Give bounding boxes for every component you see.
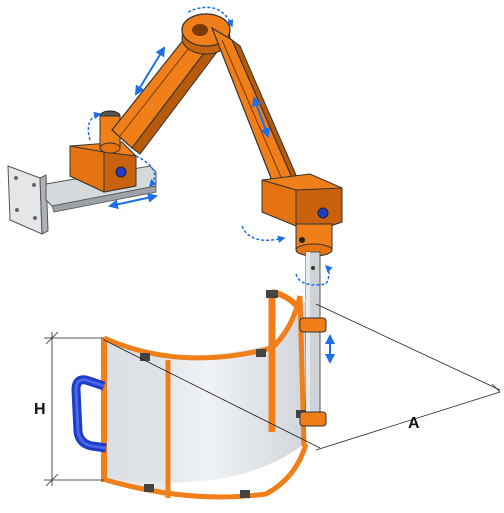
- rotation-arrow-wrist: [241, 225, 286, 244]
- motion-arrow-upper-arm: [252, 96, 270, 138]
- motion-arrows: [108, 46, 335, 364]
- height-label: H: [34, 401, 46, 418]
- reach-dimension: [103, 303, 501, 451]
- rotation-arrow-elbow: [187, 6, 234, 28]
- shoulder-joint-block: [69, 110, 137, 193]
- reach-label: A: [408, 415, 420, 432]
- motion-arrow-wall-bar: [108, 192, 158, 210]
- wall-mount-plate: [7, 165, 49, 235]
- rotation-arrows: [87, 6, 333, 286]
- shield-panel: [101, 289, 327, 500]
- rotation-arrow-shoulder: [87, 111, 102, 141]
- rotation-arrow-column: [295, 264, 333, 286]
- motion-arrow-lower-arm: [134, 46, 166, 96]
- height-dimension: [44, 331, 104, 487]
- handle-grip: [71, 375, 107, 453]
- wrist-joint-block: [261, 173, 343, 257]
- vertical-column: [304, 251, 322, 425]
- rotation-arrow-wall-joint: [135, 155, 157, 188]
